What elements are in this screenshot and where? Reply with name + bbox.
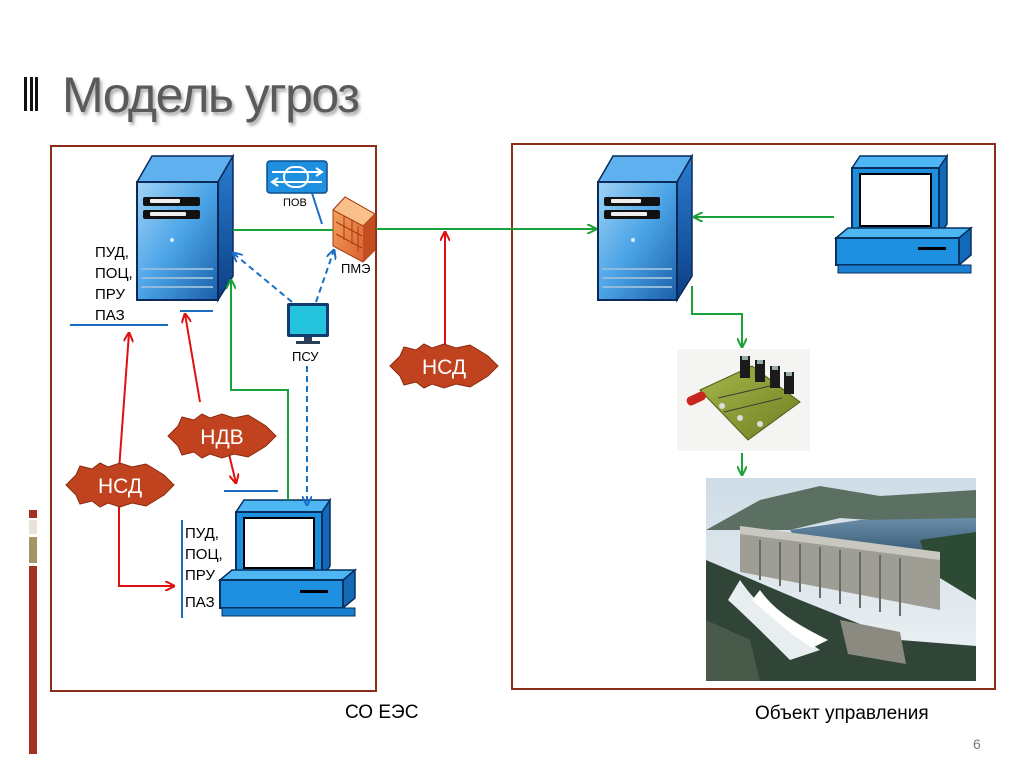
circuit-board-photo [677,349,810,451]
router-label: ПОВ [283,197,307,209]
data-links [231,217,834,500]
role-bars [70,310,278,618]
workstation-role: ПАЗ [185,594,215,611]
monitor-icon [287,303,329,344]
workstation-role: ПОЦ, [185,546,223,563]
workstation-role: ПРУ [185,567,215,584]
threat-label-nsd-link: НСД [422,356,466,379]
threat-label-nsd-left: НСД [98,475,142,498]
threat-badge-ndv: НДВ [167,413,277,459]
stripe-red-top [29,510,37,518]
workstation-icon [833,153,974,274]
server-role: ПАЗ [95,307,125,324]
hydro-dam-photo [706,478,976,681]
stripe-light [29,520,37,534]
server-role: ПОЦ, [95,265,133,282]
threat-arrows [118,232,445,586]
right-frame-caption: Объект управления [755,703,929,724]
threat-label-ndv: НДВ [200,426,243,449]
firewall-icon [332,196,376,263]
server-role: ПРУ [95,286,125,303]
server-icon [135,153,235,303]
psu-label: ПСУ [292,349,319,364]
slide-title: Модель угроз [62,67,360,123]
workstation-icon [217,497,358,617]
router-icon [266,160,328,194]
workstation-role: ПУД, [185,525,219,542]
firewall-label: ПМЭ [341,261,371,276]
stripe-khaki [29,537,37,563]
threat-badge-nsd-link: НСД [389,343,499,389]
page-number: 6 [973,736,981,752]
title-bullet-icon [24,77,40,111]
stripe-red [29,566,37,754]
server-icon [596,153,694,303]
control-links [233,250,334,505]
left-system-frame [50,145,377,692]
server-role: ПУД, [95,244,129,261]
left-frame-caption: СО ЕЭС [345,702,419,723]
right-system-frame [511,143,996,690]
threat-badge-nsd-left: НСД [65,462,175,508]
router-firewall-link [311,192,323,225]
